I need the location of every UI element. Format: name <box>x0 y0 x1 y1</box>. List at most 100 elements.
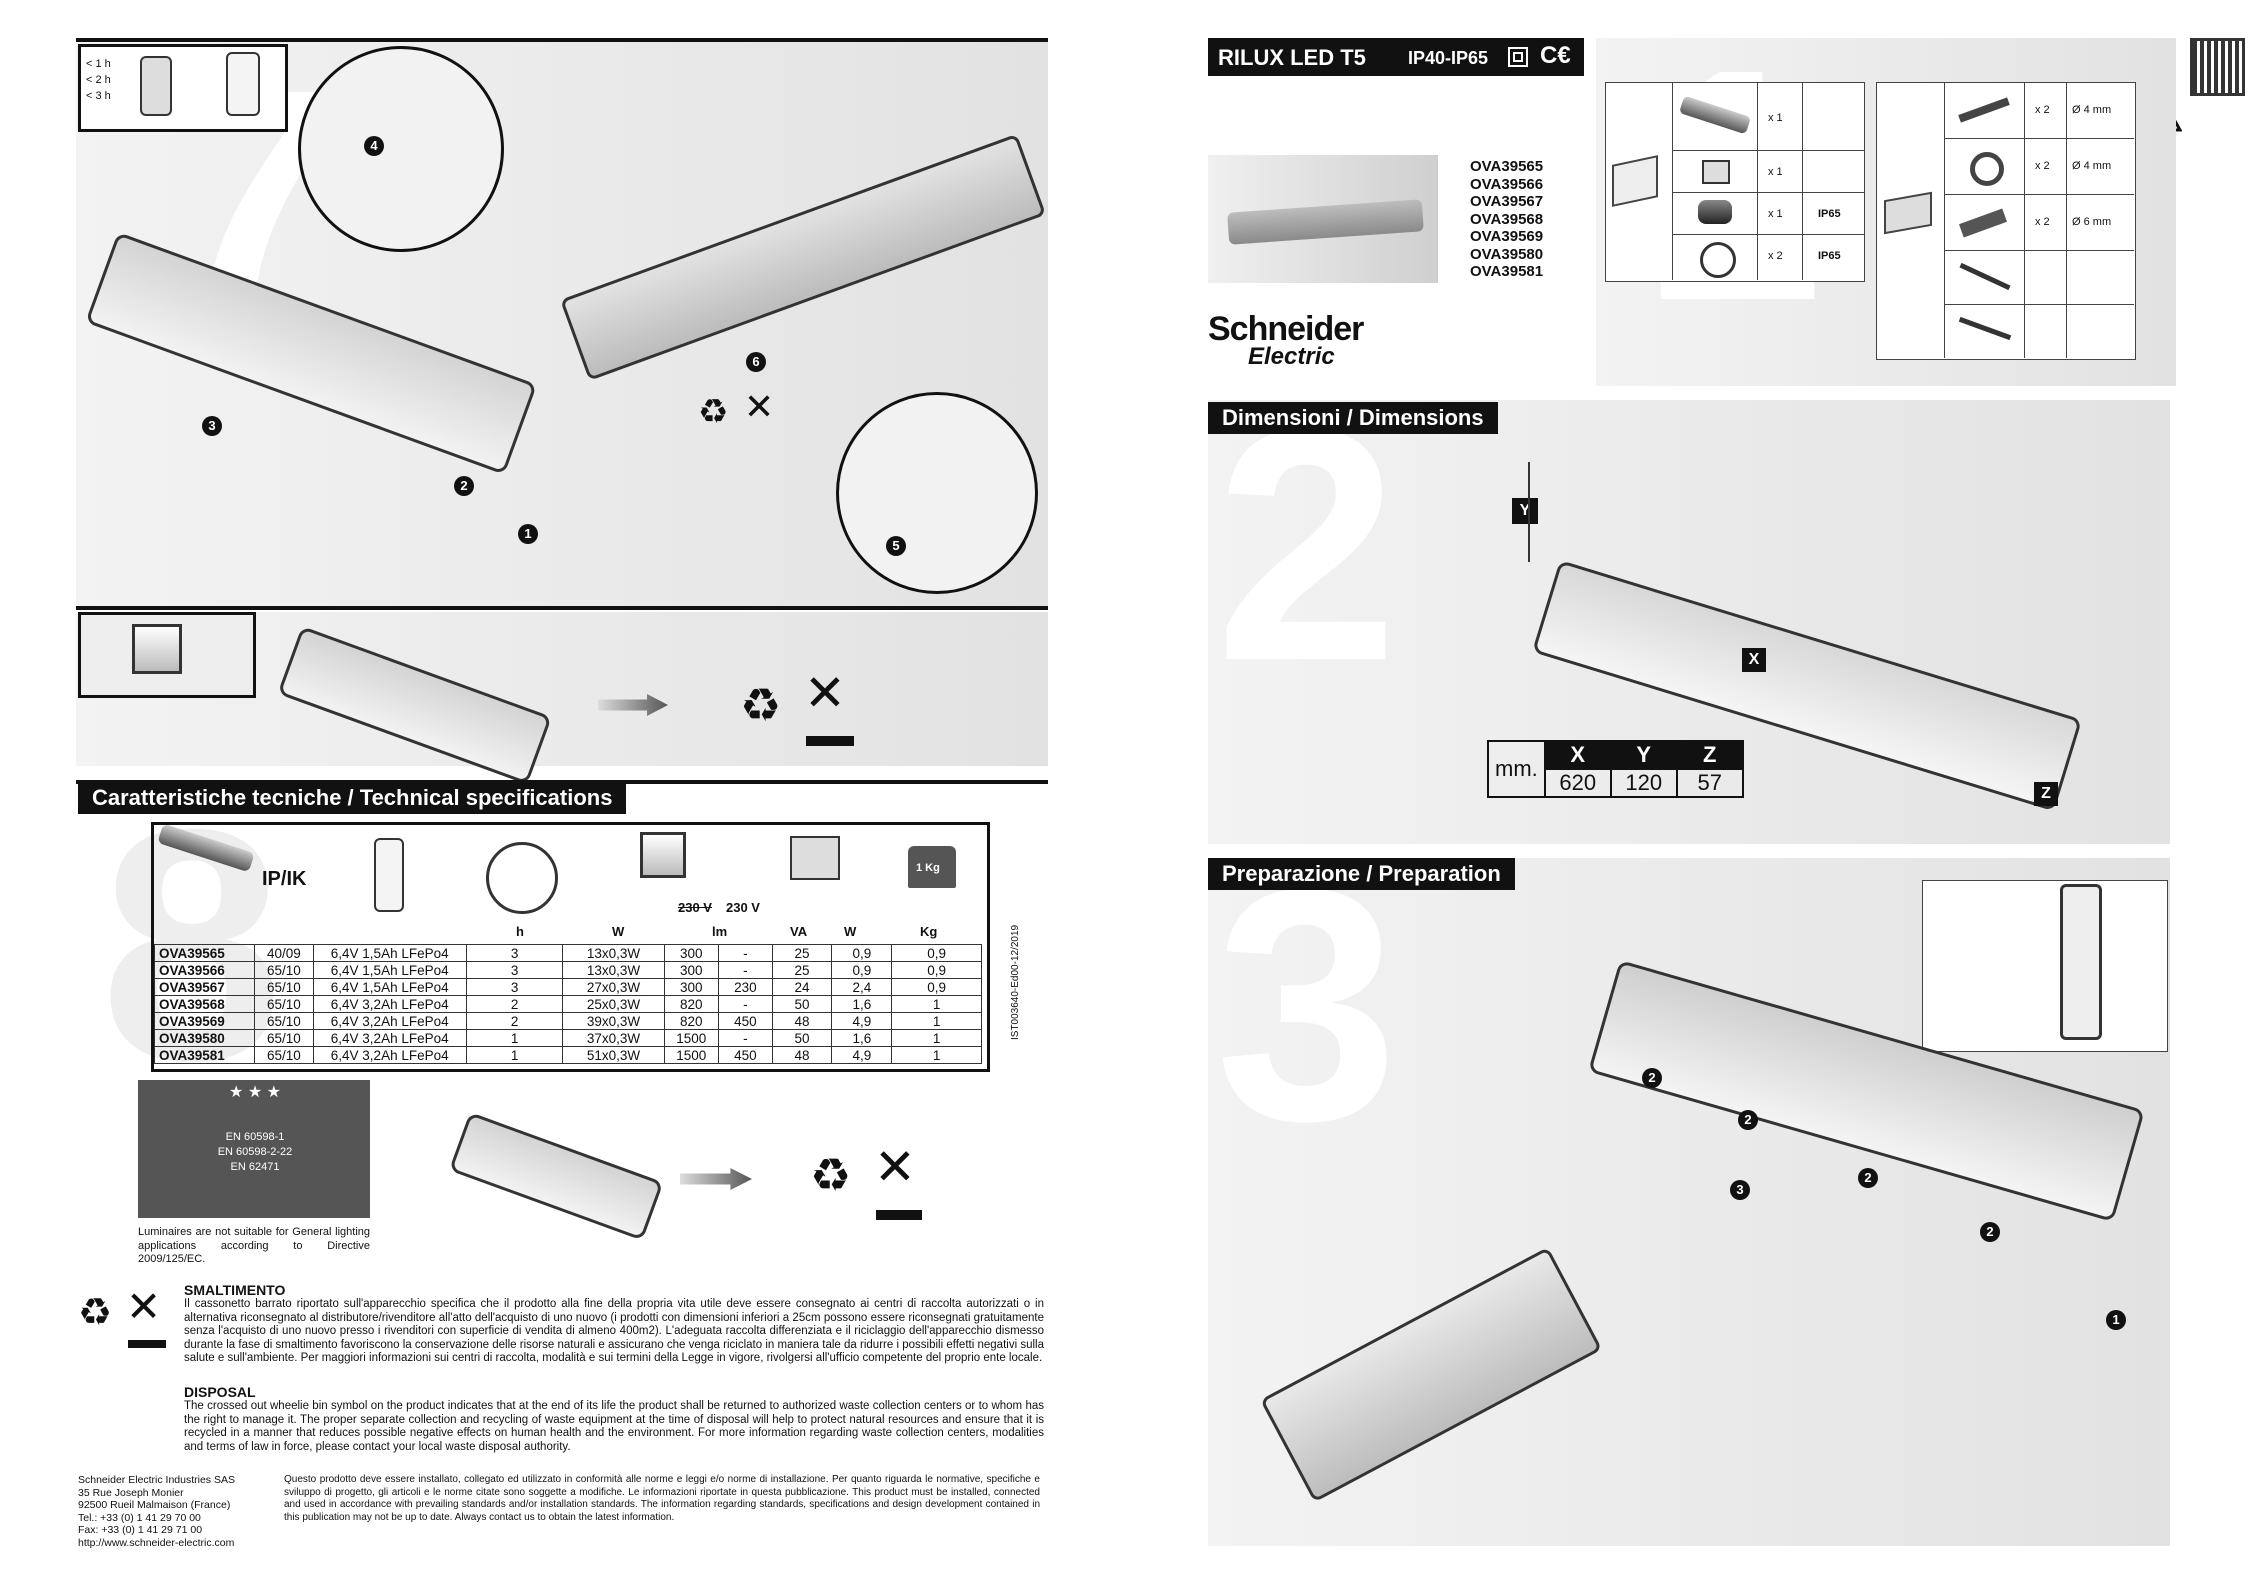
detail-inset <box>1922 880 2168 1052</box>
address-line: 35 Rue Joseph Monier <box>78 1486 184 1499</box>
battery-bracket-icon <box>1702 160 1730 184</box>
model-code: OVA39566 <box>1470 175 1544 193</box>
qr-code-icon <box>2190 38 2245 96</box>
charge-time: < 1 h <box>86 58 111 70</box>
charge-time: < 2 h <box>86 74 111 86</box>
wall-plug-icon <box>1958 208 2008 238</box>
standards-list: EN 60598-1 EN 60598-2-22 EN 62471 <box>200 1130 310 1175</box>
spec-cell: 3 <box>465 944 564 962</box>
callout-badge: 6 <box>746 352 766 372</box>
model-code: OVA39568 <box>1470 210 1544 228</box>
spec-cell: 230 <box>718 978 773 996</box>
lamp-icon <box>640 832 686 878</box>
spec-cell: 39x0,3W <box>562 1012 665 1030</box>
arrow-right-icon <box>680 1168 752 1190</box>
callout-badge: 1 <box>2106 1310 2126 1330</box>
spec-cell: 450 <box>718 1012 773 1030</box>
section-title: Dimensioni / Dimensions <box>1208 402 1498 434</box>
spec-cell: 65/10 <box>254 978 314 996</box>
recycle-icon: ♻ <box>78 1292 113 1334</box>
spec-cell: 50 <box>771 1029 833 1047</box>
section-title: Preparazione / Preparation <box>1208 858 1515 890</box>
qty-label: x 1 <box>1768 112 1783 124</box>
dim-header: Y <box>1609 740 1678 770</box>
standard-code: EN 62471 <box>230 1161 280 1173</box>
battery-charged-icon <box>226 52 260 116</box>
contents-grid: x 1 x 1 x 1 x 2 IP65 IP65 <box>1672 82 1864 280</box>
spec-cell: 65/10 <box>254 1046 314 1064</box>
disposal-body-it: Il cassonetto barrato riportato sull'app… <box>184 1298 1044 1364</box>
battery-icon <box>1698 200 1732 224</box>
dim-header: X <box>1543 740 1612 770</box>
qty-label: x 1 <box>1768 166 1783 178</box>
watt-header: W <box>612 924 625 939</box>
spec-cell: 25 <box>771 961 833 979</box>
crossed-bin-icon: ✕ <box>744 386 775 427</box>
spec-cell: 1 <box>891 1046 982 1064</box>
spec-table-frame <box>151 822 990 1072</box>
callout-badge: 2 <box>454 476 474 496</box>
arrow-right-icon <box>598 694 668 716</box>
product-title: RILUX LED T5 <box>1218 45 1366 70</box>
spec-cell: OVA39569 <box>153 1012 256 1030</box>
dim-x-label: X <box>1742 648 1766 672</box>
model-code: OVA39580 <box>1470 245 1544 263</box>
crossed-bin-icon: ✕ <box>126 1283 162 1330</box>
spec-cell: 27x0,3W <box>562 978 665 996</box>
spec-cell: 3 <box>465 961 564 979</box>
disposal-title-en: DISPOSAL <box>184 1384 256 1400</box>
spec-cell: 300 <box>663 978 720 996</box>
dim-line <box>1528 462 1530 562</box>
luminaire-icon <box>1678 95 1752 135</box>
spec-cell: - <box>718 961 773 979</box>
clock-icon <box>486 842 558 914</box>
spec-cell: 6,4V 3,2Ah LFePo4 <box>312 1029 467 1047</box>
lumen-header: lm <box>712 924 728 939</box>
website-link[interactable]: http://www.schneider-electric.com <box>78 1536 235 1549</box>
qty-label: x 2 <box>1768 250 1783 262</box>
company-address: Schneider Electric Industries SAS 35 Rue… <box>78 1474 235 1549</box>
spec-cell: 1 <box>891 995 982 1013</box>
spec-cell: 6,4V 3,2Ah LFePo4 <box>312 1046 467 1064</box>
callout-badge: 3 <box>1730 1180 1750 1200</box>
step-number: 2 <box>1215 360 1399 729</box>
standard-code: EN 60598-1 <box>225 1131 285 1143</box>
callout-badge: 2 <box>1738 1110 1758 1130</box>
dimensions-table: mm. X Y Z 620 120 57 <box>1487 740 1744 798</box>
qty-label: x 2 <box>2035 216 2050 228</box>
detail-circle <box>836 392 1038 594</box>
spec-cell: 0,9 <box>831 961 893 979</box>
disposal-title-it: SMALTIMENTO <box>184 1282 286 1298</box>
weight-label: 1 Kg <box>916 862 940 874</box>
recycle-icon: ♻ <box>740 679 782 731</box>
detail-circle <box>298 46 504 252</box>
spec-cell: 2 <box>465 995 564 1013</box>
callout-badge: 2 <box>1858 1168 1878 1188</box>
ip-label: IP65 <box>1818 208 1841 220</box>
callout-badge: 3 <box>202 416 222 436</box>
section-rule <box>76 38 1048 42</box>
spec-cell: 1 <box>891 1029 982 1047</box>
spec-cell: 65/10 <box>254 1012 314 1030</box>
standard-code: EN 60598-2-22 <box>217 1146 293 1158</box>
spec-cell: 450 <box>718 1046 773 1064</box>
qty-label: x 2 <box>2035 160 2050 172</box>
bin-bar-icon <box>128 1340 166 1348</box>
eu-flag-box <box>138 1080 370 1218</box>
va-header: VA <box>790 924 808 939</box>
spec-cell: 1500 <box>663 1029 720 1047</box>
screwdriver-icon <box>1959 262 2011 291</box>
tools-grid: x 2 x 2 x 2 Ø 4 mm Ø 4 mm Ø 6 mm <box>1944 82 2134 358</box>
spec-cell: 820 <box>663 995 720 1013</box>
spec-cell: 6,4V 3,2Ah LFePo4 <box>312 995 467 1013</box>
spec-cell: 6,4V 1,5Ah LFePo4 <box>312 944 467 962</box>
dim-z-label: Z <box>2034 782 2058 806</box>
crossed-bin-icon: ✕ <box>804 665 846 721</box>
spec-cell: - <box>718 995 773 1013</box>
brand-logo: Schneider Electric <box>1208 312 1364 369</box>
model-code: OVA39569 <box>1470 228 1544 245</box>
